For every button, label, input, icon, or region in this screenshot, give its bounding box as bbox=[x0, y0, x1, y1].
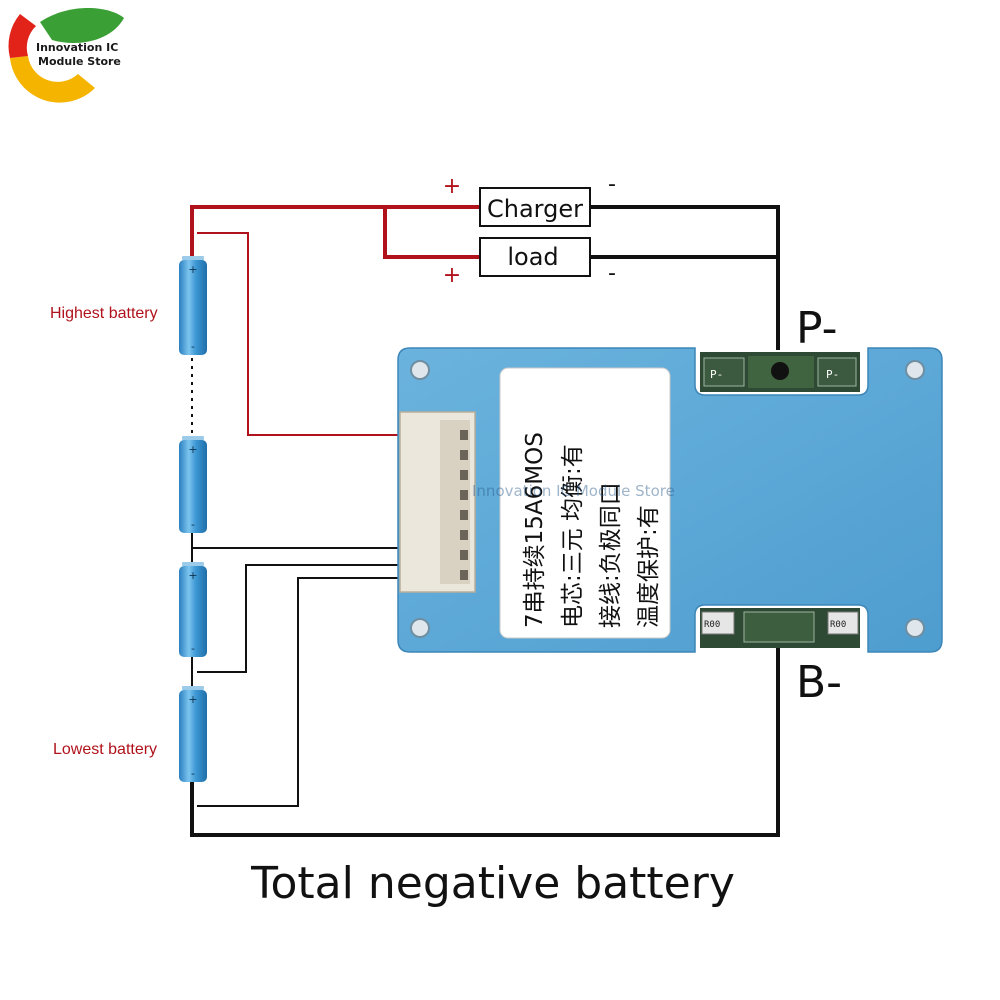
resistor-label: R00 bbox=[830, 620, 846, 630]
logo-leaf bbox=[40, 8, 124, 44]
total-negative-wire bbox=[190, 648, 780, 837]
lowest-battery-label: Lowest battery bbox=[53, 741, 157, 758]
mount-hole bbox=[410, 618, 430, 638]
b-minus-pad-area: R00 R00 bbox=[700, 608, 860, 648]
p-minus-label: P- bbox=[796, 303, 837, 354]
sticker-line-3: 接线:负极同口 bbox=[598, 482, 624, 628]
total-negative-battery-label: Total negative battery bbox=[250, 858, 735, 909]
sticker-line-2: 电芯:三元 均衡:有 bbox=[560, 444, 586, 628]
product-sticker: 7串持续15A6MOS 电芯:三元 均衡:有 接线:负极同口 温度保护:有 bbox=[499, 367, 671, 639]
battery-plus-3: + bbox=[188, 569, 197, 582]
balance-wire-2 bbox=[197, 564, 402, 673]
battery-plus-1: + bbox=[188, 263, 197, 276]
battery-minus-1: - bbox=[191, 340, 195, 353]
main-positive-wire bbox=[190, 205, 480, 262]
negative-wires bbox=[190, 205, 780, 837]
p-minus-terminal-hole bbox=[771, 362, 789, 380]
battery-minus-3: - bbox=[191, 642, 195, 655]
balance-highest-wire bbox=[197, 232, 400, 436]
load-positive-wire bbox=[383, 207, 480, 259]
mount-hole bbox=[410, 360, 430, 380]
highest-battery-label: Highest battery bbox=[50, 305, 158, 322]
charger-box: Charger + - bbox=[443, 172, 616, 227]
charger-plus-sign: + bbox=[443, 174, 461, 199]
battery-cell-1: + - bbox=[179, 256, 207, 355]
load-plus-sign: + bbox=[443, 263, 461, 288]
mount-hole bbox=[905, 618, 925, 638]
resistor-label: R00 bbox=[704, 620, 720, 630]
pad-label-p-minus: P- bbox=[826, 368, 839, 381]
logo-line2: Module Store bbox=[38, 55, 121, 68]
store-logo: Innovation IC Module Store bbox=[8, 8, 124, 103]
charger-negative-wire bbox=[590, 205, 780, 350]
board-watermark: Innovation IC Module Store bbox=[472, 482, 675, 500]
p-minus-pad-area: P- P- bbox=[700, 352, 860, 392]
battery-cell-3: + - bbox=[179, 562, 207, 657]
load-minus-sign: - bbox=[608, 261, 616, 286]
pad-label-p-minus: P- bbox=[710, 368, 723, 381]
logo-yellow-arc bbox=[10, 56, 95, 103]
load-label: load bbox=[507, 243, 558, 271]
battery-cell-4: + - bbox=[179, 686, 207, 782]
battery-cell-2: + - bbox=[179, 436, 207, 533]
charger-label: Charger bbox=[487, 195, 583, 223]
battery-minus-4: - bbox=[191, 767, 195, 780]
mount-hole bbox=[905, 360, 925, 380]
battery-minus-2: - bbox=[191, 518, 195, 531]
sticker-line-4: 温度保护:有 bbox=[636, 505, 662, 628]
balance-wire-3 bbox=[197, 577, 402, 807]
bms-board: P- P- R00 R00 7串持续15A6MOS 电芯:三元 均衡:有 接线:… bbox=[397, 347, 943, 653]
load-box: load + - bbox=[443, 237, 616, 288]
sticker-line-1: 7串持续15A6MOS bbox=[522, 432, 548, 628]
charger-minus-sign: - bbox=[608, 172, 616, 197]
logo-line1: Innovation IC bbox=[36, 41, 118, 54]
logo-red-arc bbox=[8, 14, 36, 58]
battery-plus-2: + bbox=[188, 443, 197, 456]
b-minus-label: B- bbox=[796, 657, 842, 708]
balance-connector bbox=[399, 411, 476, 593]
positive-wires bbox=[190, 205, 480, 436]
battery-plus-4: + bbox=[188, 693, 197, 706]
